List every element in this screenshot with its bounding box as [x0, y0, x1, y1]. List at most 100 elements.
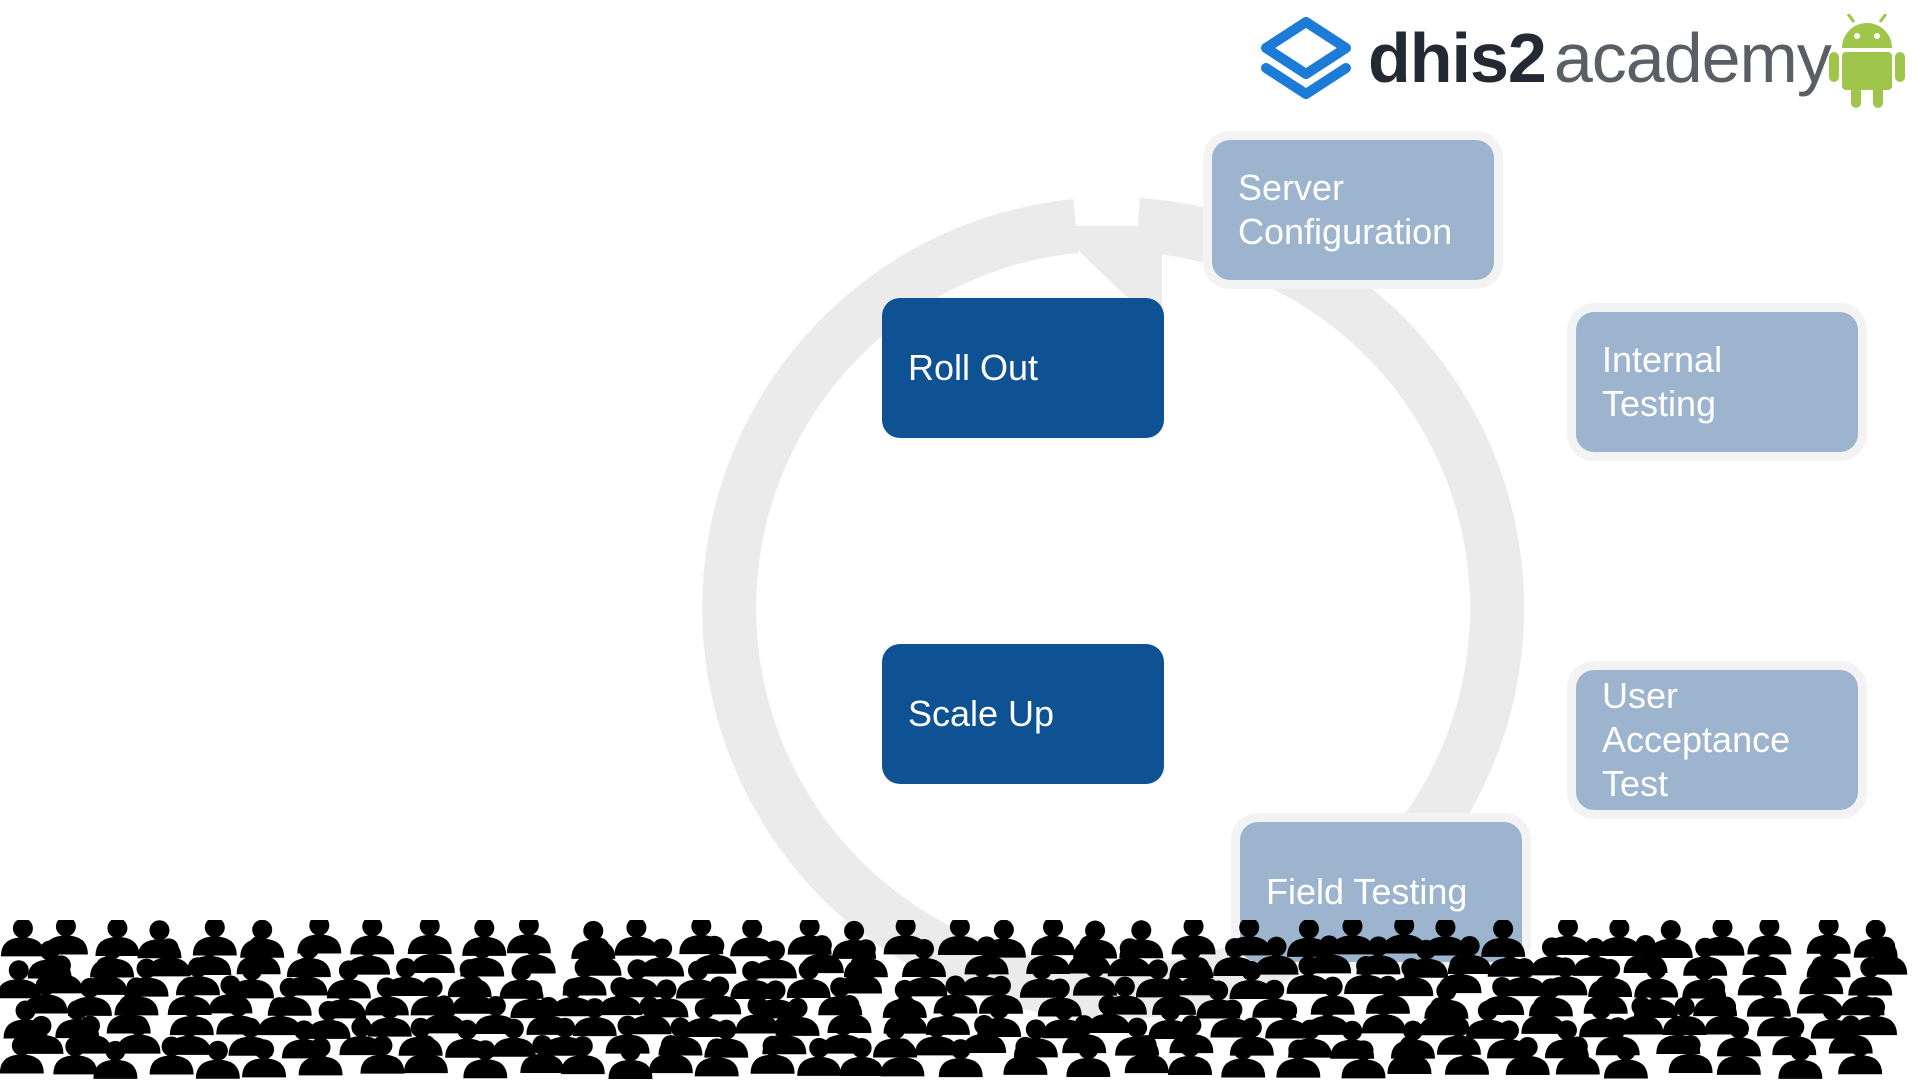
person-icon	[1778, 1040, 1823, 1079]
person-icon	[1341, 1040, 1386, 1079]
android-icon	[1829, 14, 1905, 108]
person-icon	[93, 1040, 138, 1079]
person-icon	[0, 920, 45, 957]
person-icon	[962, 1015, 1007, 1054]
user-crowd	[0, 920, 1908, 1079]
logo-text-dhis2: dhis2	[1368, 19, 1547, 97]
person-icon	[735, 995, 780, 1034]
person-icon	[1505, 1037, 1550, 1076]
person-icon	[797, 1037, 842, 1076]
person-icon	[1389, 958, 1434, 997]
person-icon	[360, 1035, 405, 1074]
person-icon	[1107, 938, 1152, 977]
person-icon	[195, 1040, 240, 1079]
person-icon	[1072, 957, 1117, 996]
person-icon	[572, 998, 617, 1037]
person-icon	[1597, 920, 1642, 956]
person-icon	[0, 1035, 44, 1074]
person-icon	[230, 960, 275, 999]
person-icon	[682, 998, 727, 1037]
person-icon	[1444, 1036, 1489, 1075]
step-user-acceptance-test[interactable]: User Acceptance Test	[1576, 670, 1858, 810]
person-icon	[1361, 995, 1406, 1034]
person-icon	[786, 959, 831, 998]
person-icon	[1221, 1039, 1266, 1078]
step-label: Field Testing	[1266, 871, 1468, 912]
person-icon	[1387, 1036, 1432, 1075]
person-icon	[410, 935, 455, 974]
logo-text-academy: academy	[1553, 19, 1832, 97]
person-icon	[421, 995, 466, 1034]
person-icon	[640, 938, 685, 977]
person-icon	[730, 920, 775, 957]
person-icon	[648, 1035, 693, 1074]
person-icon	[752, 940, 797, 979]
person-icon	[1555, 1036, 1600, 1075]
person-icon	[1502, 958, 1547, 997]
person-icon	[551, 978, 596, 1017]
person-icon	[1344, 956, 1389, 995]
step-roll-out[interactable]: Roll Out	[882, 298, 1164, 438]
person-icon	[146, 938, 191, 977]
person-icon	[937, 920, 982, 955]
person-icon	[242, 1039, 287, 1078]
person-icon	[520, 1035, 565, 1074]
person-icon	[839, 1037, 884, 1076]
person-icon	[339, 1017, 384, 1056]
person-icon	[1716, 1036, 1761, 1075]
person-icon	[1603, 1040, 1648, 1079]
person-icon	[1229, 960, 1274, 999]
step-label: Scale Up	[908, 693, 1055, 734]
dhis2-logo-icon	[1261, 17, 1351, 99]
person-icon	[403, 1035, 448, 1074]
person-icon	[463, 1040, 508, 1079]
person-icon	[1286, 955, 1331, 994]
person-icon	[367, 998, 412, 1037]
person-icon	[1465, 1000, 1510, 1039]
step-scale-up[interactable]: Scale Up	[882, 644, 1164, 784]
person-icon	[676, 960, 721, 999]
person-icon	[1648, 920, 1693, 959]
person-icon	[1086, 995, 1131, 1034]
person-icon	[560, 1036, 605, 1075]
step-label: User Acceptance Test	[1602, 675, 1791, 804]
step-label: Internal Testing	[1602, 339, 1723, 424]
person-icon	[451, 975, 496, 1014]
person-icon	[1619, 996, 1664, 1035]
person-icon	[938, 1039, 983, 1078]
step-label: Roll Out	[908, 347, 1039, 388]
person-icon	[1853, 997, 1898, 1036]
person-icon	[1254, 936, 1299, 975]
person-icon	[730, 960, 775, 999]
person-icon	[149, 1036, 194, 1075]
person-icon	[257, 997, 302, 1036]
person-icon	[306, 1000, 351, 1039]
person-icon	[1265, 1000, 1310, 1039]
step-internal-testing[interactable]: Internal Testing	[1576, 312, 1858, 452]
person-icon	[1521, 995, 1566, 1034]
person-icon	[1066, 1038, 1111, 1077]
person-icon	[1148, 1000, 1193, 1039]
person-icon	[750, 1035, 795, 1074]
person-icon	[298, 1037, 343, 1076]
person-icon	[491, 1018, 536, 1057]
person-icon	[1330, 920, 1375, 955]
person-icon	[1382, 920, 1427, 954]
person-icon	[1003, 1036, 1048, 1075]
person-icon	[1276, 1039, 1321, 1078]
person-icon	[53, 1036, 98, 1075]
person-icon	[1838, 1036, 1883, 1075]
person-icon	[1668, 1035, 1713, 1074]
person-icon	[608, 1040, 653, 1079]
person-icon	[1124, 1035, 1169, 1074]
step-server-configuration[interactable]: Server Configuration	[1212, 140, 1494, 280]
person-icon	[627, 996, 672, 1035]
step-label: Server Configuration	[1238, 167, 1453, 252]
person-icon	[1168, 1036, 1213, 1075]
person-icon	[0, 960, 41, 999]
person-icon	[914, 1017, 959, 1056]
